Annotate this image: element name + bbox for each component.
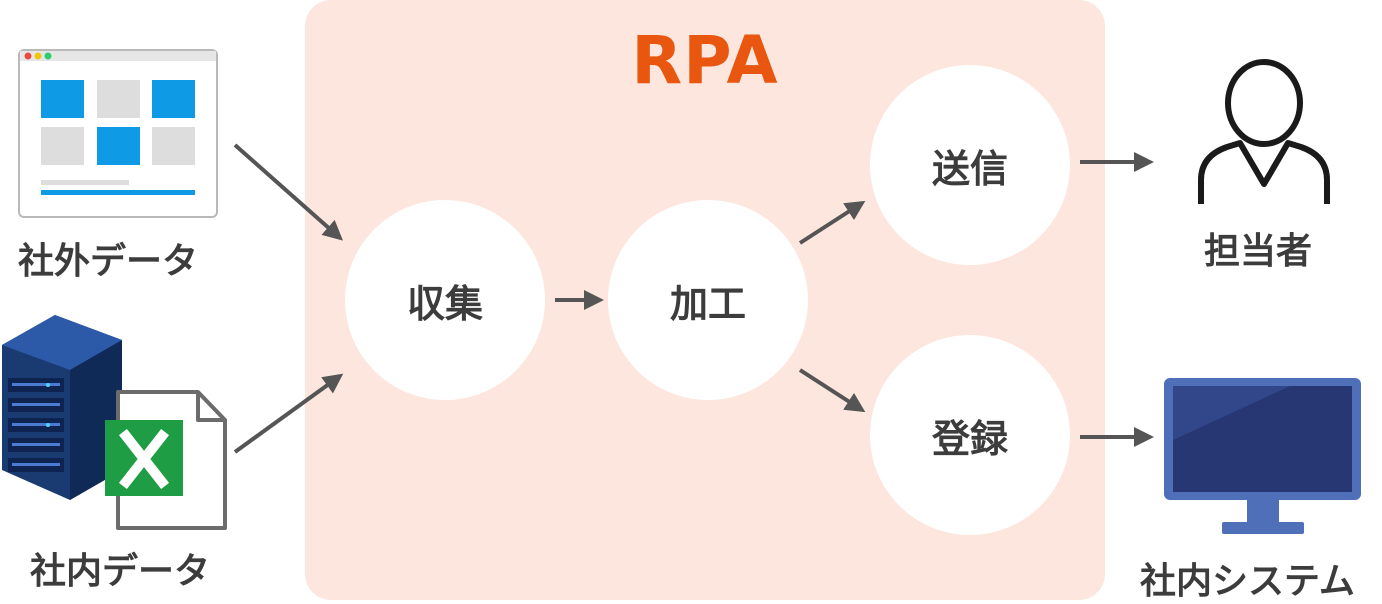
caption-internal-system: 社内システム <box>1140 561 1355 602</box>
rpa-title: RPA <box>631 22 779 99</box>
caption-external-data: 社外データ <box>18 241 199 282</box>
caption-person: 担当者 <box>1204 231 1313 272</box>
caption-internal-data: 社内データ <box>30 551 211 592</box>
arrow-internal-to-collect <box>233 373 344 454</box>
node-register: 登録 <box>870 335 1070 535</box>
node-send-label: 送信 <box>931 146 1008 191</box>
arrow-process-to-send <box>798 200 866 245</box>
person-icon <box>1198 59 1330 204</box>
node-collect: 収集 <box>345 200 545 400</box>
node-send: 送信 <box>870 65 1070 265</box>
arrow-process-to-register <box>798 368 866 413</box>
server-and-excel-icon <box>2 315 227 530</box>
monitor-icon <box>1164 378 1361 534</box>
browser-window-icon <box>18 49 218 218</box>
node-collect-label: 収集 <box>406 281 483 326</box>
node-process-label: 加工 <box>669 281 746 326</box>
arrow-external-to-collect <box>233 143 343 241</box>
node-process: 加工 <box>608 200 808 400</box>
node-register-label: 登録 <box>931 416 1008 461</box>
